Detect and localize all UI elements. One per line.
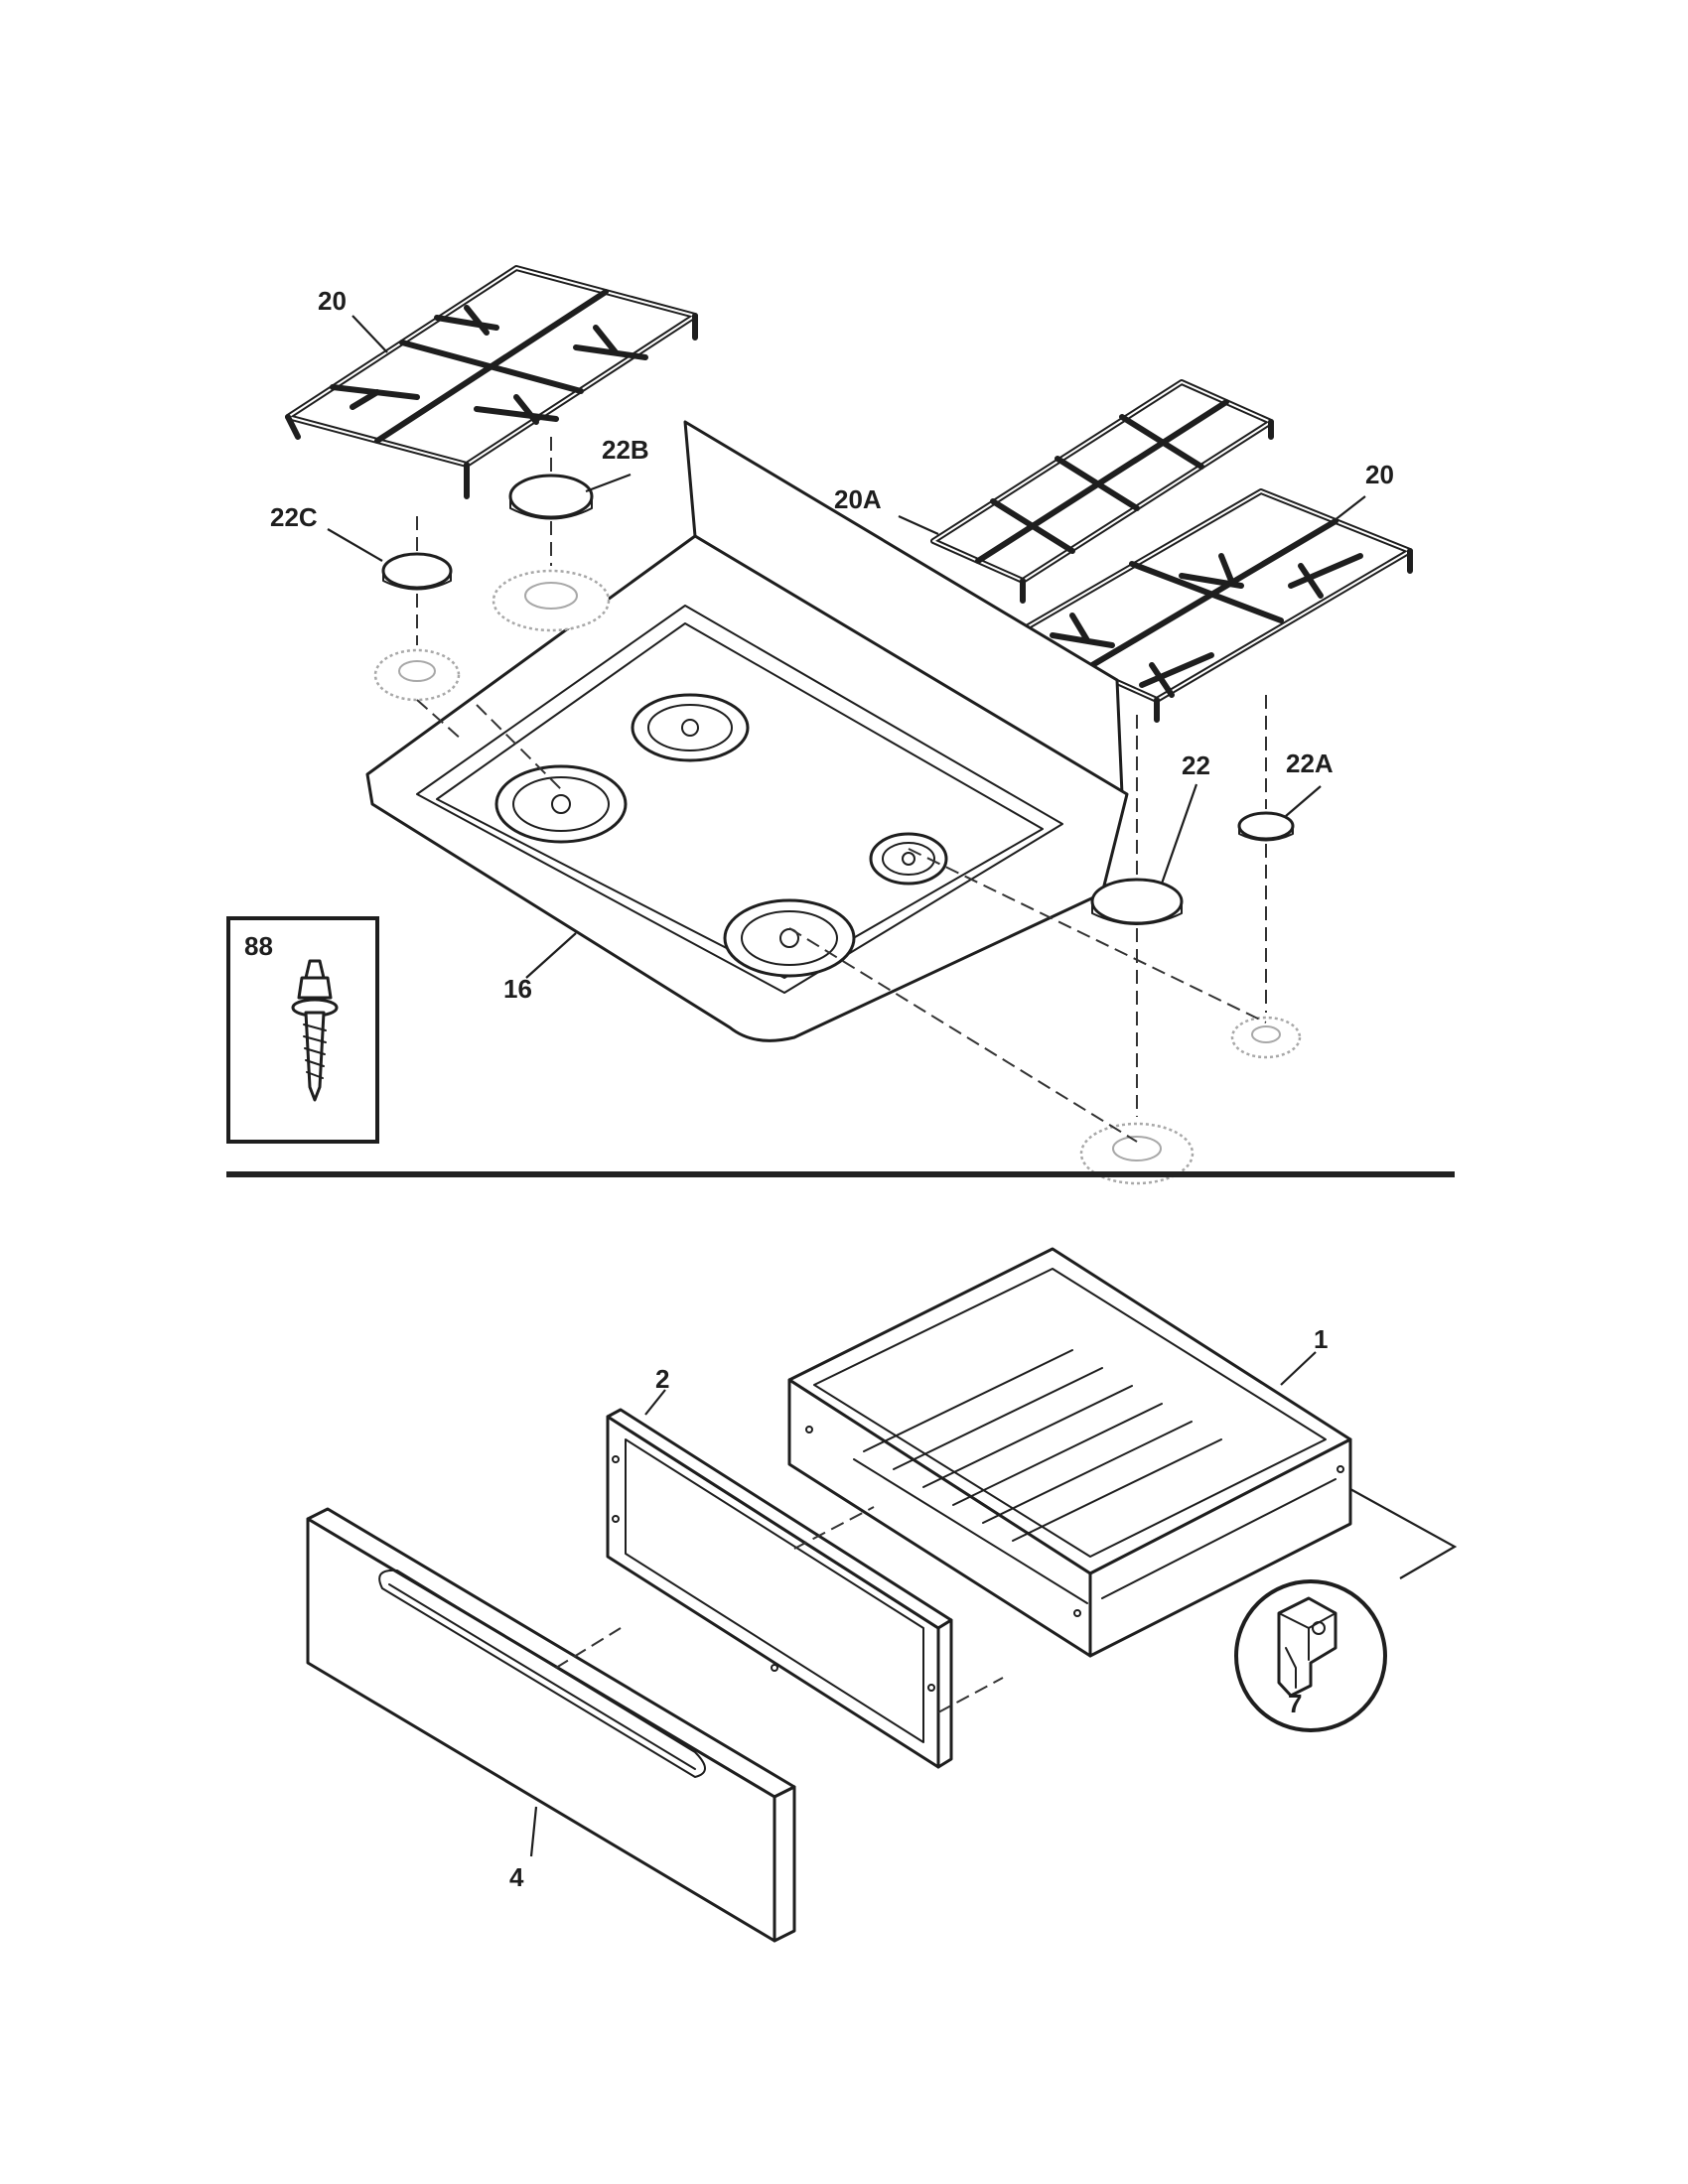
leader-line (1320, 495, 1366, 532)
assembly-line (555, 1506, 875, 1669)
burner-well (869, 832, 948, 886)
cooktop[interactable] (365, 420, 1129, 1042)
callout-16: 16 (503, 974, 532, 1004)
burner-well (494, 764, 628, 844)
drawer-body[interactable] (787, 1247, 1352, 1658)
drawer-front[interactable] (306, 1507, 796, 1943)
callout-20a: 20A (834, 484, 882, 514)
callout-22b: 22B (602, 435, 649, 465)
detail-leader (1349, 1488, 1458, 1579)
left-burner-grate[interactable] (285, 265, 698, 499)
callout-2: 2 (655, 1364, 669, 1394)
burner-cap-22b[interactable] (508, 474, 594, 520)
burner-head-ghost (1079, 1122, 1195, 1185)
leader-line (644, 1389, 666, 1416)
assembly-line (908, 848, 1267, 1024)
leader-line (327, 528, 383, 562)
leader-line (898, 514, 939, 536)
burner-cap-22a[interactable] (1237, 811, 1295, 842)
assembly-line (937, 1677, 1004, 1713)
leader-line (1280, 1351, 1317, 1386)
callout-4: 4 (509, 1862, 524, 1892)
burner-well (723, 898, 856, 978)
burner-well (631, 693, 750, 762)
callout-20-right: 20 (1365, 460, 1394, 489)
burner-head-ghost (492, 569, 611, 632)
callout-1: 1 (1314, 1324, 1328, 1354)
drawer-handle (378, 1569, 706, 1778)
burner-head-ghost (1230, 1016, 1302, 1059)
leader-line (585, 473, 632, 493)
callout-7: 7 (1288, 1689, 1302, 1718)
screw-inset-box[interactable] (226, 916, 379, 1144)
burner-head-ghost (373, 648, 461, 702)
callout-22: 22 (1182, 751, 1210, 780)
clip-detail-circle[interactable] (1234, 1579, 1387, 1732)
clip-icon (1277, 1596, 1337, 1698)
screw-icon (291, 959, 339, 1102)
burner-cap-22[interactable] (1090, 878, 1184, 925)
leader-line (1160, 783, 1198, 885)
callout-88: 88 (244, 931, 273, 961)
burner-cap-22c[interactable] (381, 552, 453, 591)
leader-line (525, 932, 577, 979)
callout-22c: 22C (270, 502, 318, 532)
assembly-line (416, 516, 463, 741)
callout-20-left: 20 (318, 286, 347, 316)
center-burner-grate[interactable] (930, 379, 1274, 604)
assembly-line (788, 927, 1138, 1143)
leader-line (529, 1806, 538, 1857)
callout-22a: 22A (1286, 749, 1334, 778)
drawer-liner[interactable] (606, 1408, 953, 1769)
leader-line (352, 315, 388, 353)
leader-line (1285, 785, 1322, 817)
